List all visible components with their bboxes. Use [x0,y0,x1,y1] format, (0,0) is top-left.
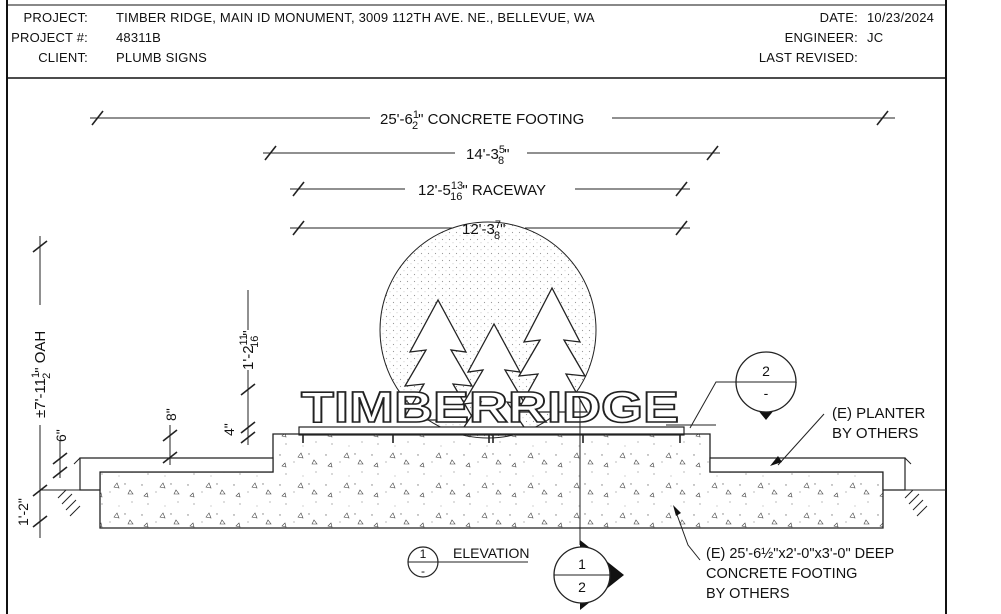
project-number-label: PROJECT #: [11,30,88,45]
elevation-number: 1 [420,547,427,561]
dim-letters-num: 7 [495,219,501,231]
client-label: CLIENT: [38,50,88,65]
horizontal-dimensions [90,110,895,236]
dim-overall-main: 14'-3 [466,146,499,163]
dim-lh-den: 16 [249,336,261,348]
planter-callout-line2: BY OTHERS [832,425,918,442]
dim-footing-main: 25'-6 [380,111,413,128]
client-value: PLUMB SIGNS [116,50,208,65]
grade-hatch [40,457,946,517]
last-revised-label: LAST REVISED: [758,50,858,65]
dim-lh-suffix: " [240,330,257,335]
engineer-value: JC [867,30,884,45]
footing-callout-line1: (E) 25'-6½"x2'-0"x3'-0" DEEP [706,546,894,562]
dim-footing-suffix: " CONCRETE FOOTING [418,111,584,128]
project-label: PROJECT: [23,10,88,25]
footing-callout-line2: CONCRETE FOOTING [706,566,857,582]
dim-overall-num: 5 [499,144,505,156]
date-value: 10/23/2024 [867,10,935,25]
dim-lh-main: 1'-2 [240,345,257,370]
project-number-value: 48311B [116,30,162,45]
raceway-height-dimension: 4" [221,423,237,436]
dim-footing-num: 1 [413,109,419,121]
dim-overall-suffix: " [504,146,509,163]
detail-tag-2-bottom: - [764,385,769,401]
dim-oah-num: 1 [30,372,42,378]
planter-curb-dimension: 6" [53,429,69,442]
dim-raceway-den: 16 [450,191,462,203]
dim-oah-main: ±7'-11 [32,378,49,418]
overall-height-dimension: ±7'-1112" OAH [30,331,53,418]
detail-tag-2: 2 - [666,351,797,429]
pine-trees [401,286,589,431]
dim-raceway-main: 12'-5 [418,182,451,199]
dim-letters-suffix: " [500,221,505,238]
project-value: TIMBER RIDGE, MAIN ID MONUMENT, 3009 112… [116,10,595,25]
elevation-sheet: - [421,564,425,578]
dim-oah-suffix: " OAH [32,331,49,373]
dim-raceway-suffix: " RACEWAY [462,182,546,199]
planter-callout-line1: (E) PLANTER [832,405,926,422]
section-tag-top: 1 [578,556,586,572]
planter-step-dimension: 8" [163,408,179,421]
dim-raceway-num: 13 [451,180,463,192]
elevation-title: ELEVATION [453,545,530,561]
dim-lh-num: 11 [238,334,250,345]
footing-callout-line3: BY OTHERS [706,586,790,602]
dim-oah-den: 2 [41,373,53,379]
concrete-footing [99,433,884,529]
engineer-label: ENGINEER: [784,30,858,45]
letter-height-dimension: 1'-21116" [238,330,261,370]
sign-lettering: TIMBERRIDGE [301,383,679,432]
sheet-border [6,0,947,614]
planter-callout: (E) PLANTER BY OTHERS [770,405,926,466]
footing-depth-dimension: 1'-2" [15,498,31,526]
dim-overall-den: 8 [498,155,504,167]
date-label: DATE: [819,10,858,25]
vertical-dimensions [32,236,256,538]
dim-letters-den: 8 [494,230,500,242]
dim-footing-den: 2 [412,120,418,132]
footing-callout: (E) 25'-6½"x2'-0"x3'-0" DEEP CONCRETE FO… [673,505,894,602]
detail-tag-2-top: 2 [762,363,770,379]
dim-letters-main: 12'-3 [462,221,495,238]
elevation-title-tag: 1 - ELEVATION [407,545,530,578]
section-cut-tag: 1 2 [553,540,624,610]
section-tag-bottom: 2 [578,579,586,595]
